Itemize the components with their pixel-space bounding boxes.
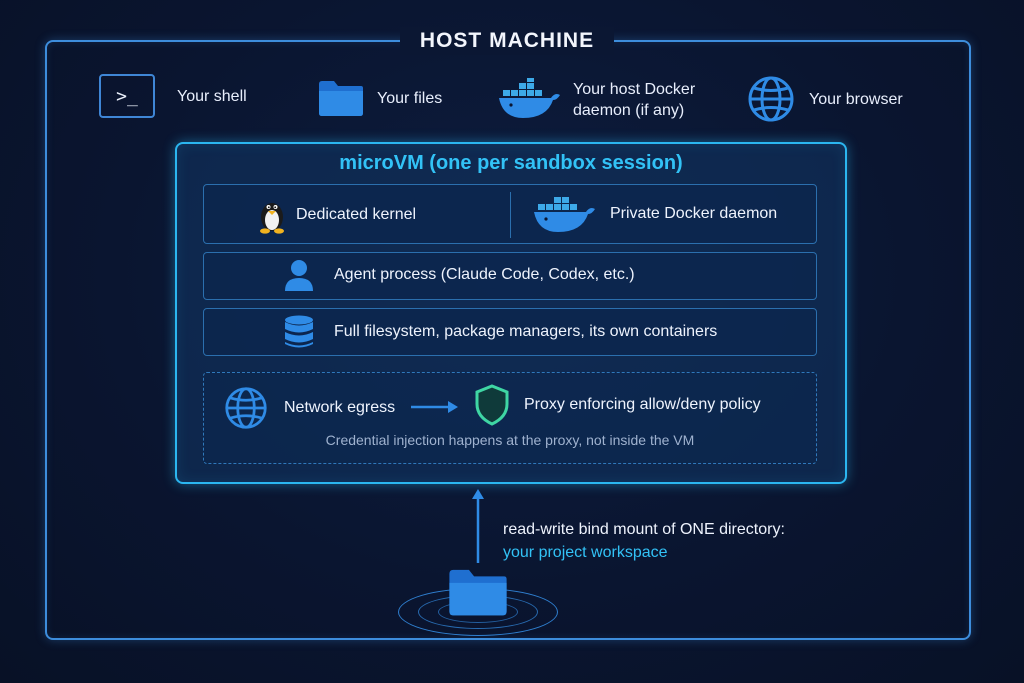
microvm-title: microVM (one per sandbox session) [339, 152, 683, 174]
network-egress-label: Network egress [284, 399, 396, 416]
host-item-shell: >_ Your shell [99, 74, 247, 118]
database-icon [285, 315, 313, 348]
mount-caption-line1: read-write bind mount of ONE directory: [503, 521, 785, 538]
filesystem-cell: Full filesystem, package managers, its o… [284, 315, 717, 349]
docker-whale-icon [534, 197, 595, 232]
folder-icon [319, 81, 363, 116]
docker-whale-icon [499, 78, 560, 118]
vm-row-agent [203, 252, 817, 300]
host-item-docker-label-line2: daemon (if any) [573, 102, 685, 119]
mount-caption-line2: your project workspace [503, 544, 668, 561]
host-item-browser-label: Your browser [809, 90, 903, 108]
host-item-files: Your files [317, 78, 442, 118]
private-docker-cell: Private Docker daemon [532, 192, 777, 236]
terminal-icon: >_ [99, 74, 155, 118]
globe-icon [225, 387, 267, 429]
shield-icon [475, 384, 509, 426]
host-item-files-label: Your files [377, 89, 443, 107]
private-docker-label: Private Docker daemon [610, 205, 778, 222]
workspace-folder-icon [449, 569, 507, 616]
proxy-cell: Proxy enforcing allow/deny policy [474, 384, 761, 426]
credential-note: Credential injection happens at the prox… [325, 432, 695, 448]
row-divider [510, 192, 511, 238]
filesystem-label: Full filesystem, package managers, its o… [334, 323, 718, 340]
agent-cell: Agent process (Claude Code, Codex, etc.) [284, 259, 635, 291]
arrow-up-icon [472, 489, 484, 563]
proxy-label: Proxy enforcing allow/deny policy [524, 396, 761, 413]
agent-label: Agent process (Claude Code, Codex, etc.) [334, 266, 635, 283]
linux-penguin-icon [260, 203, 284, 234]
host-machine-title: HOST MACHINE [400, 27, 614, 55]
host-item-docker-label-line1: Your host Docker [573, 81, 696, 98]
host-item-shell-label: Your shell [177, 87, 247, 105]
vm-row-network [203, 372, 817, 464]
network-egress-cell: Network egress [224, 386, 395, 430]
user-icon [285, 260, 313, 291]
host-item-browser: Your browser [747, 75, 903, 123]
kernel-cell: Dedicated kernel [258, 196, 416, 234]
kernel-label: Dedicated kernel [296, 206, 417, 223]
mount-caption: read-write bind mount of ONE directory: … [503, 518, 785, 564]
globe-icon [748, 76, 794, 122]
host-item-docker: Your host Docker daemon (if any) [497, 78, 695, 122]
arrow-right-icon [411, 401, 458, 413]
